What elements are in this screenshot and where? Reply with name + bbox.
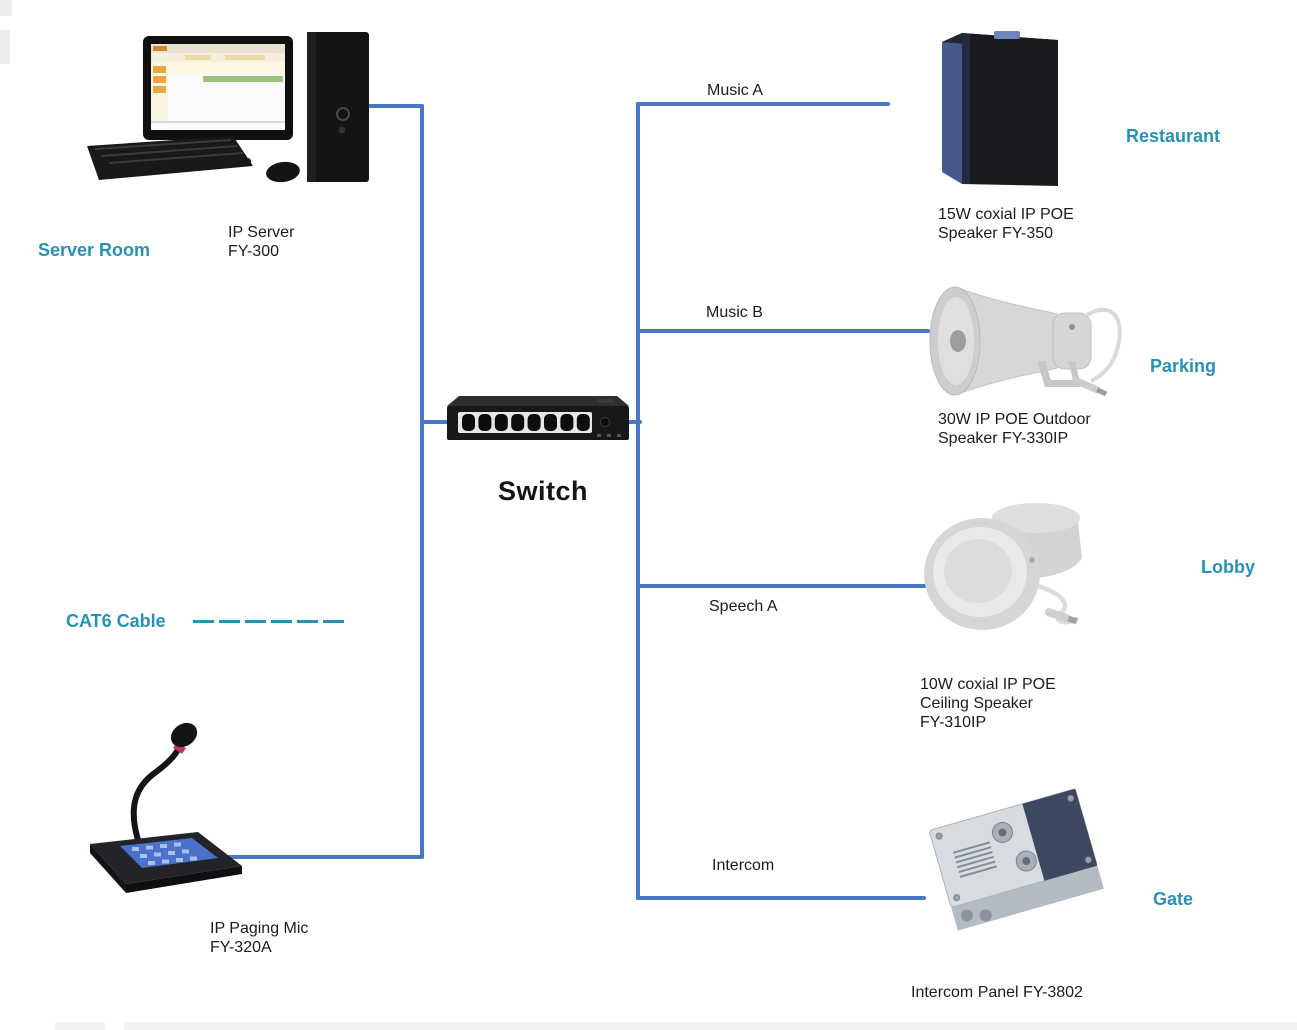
connector-music-a [636, 102, 890, 106]
speaker-fy350-line1: 15W coxial IP POE [938, 206, 1074, 223]
connector-mic-to-trunk [222, 855, 424, 859]
ip-server-computer-image [85, 30, 375, 190]
paging-mic-name: IP Paging Mic [210, 920, 309, 937]
server-room-label: Server Room [38, 240, 151, 260]
connector-music-b [636, 329, 930, 333]
speaker-fy330-line2: Speaker FY-330IP [938, 430, 1069, 447]
connector-speech-a [636, 584, 930, 588]
paging-mic-image [80, 722, 255, 897]
speaker-fy330-line1: 30W IP POE Outdoor [938, 411, 1091, 428]
speaker-fy310-line3: FY-310IP [920, 714, 987, 731]
zone-label-restaurant: Restaurant [1126, 126, 1221, 146]
zone-label-gate: Gate [1153, 889, 1194, 909]
paging-mic-label: IP Paging Mic FY-320A [210, 919, 308, 957]
connector-intercom [636, 896, 926, 900]
intercom-panel-label: Intercom Panel FY-3802 [911, 984, 1083, 1001]
branch-label-speech-a: Speech A [709, 598, 778, 615]
speaker-fy310-line1: 10W coxial IP POE [920, 676, 1056, 693]
branch-label-music-a: Music A [707, 82, 764, 99]
connector-left-trunk [420, 104, 424, 859]
horn-speaker-image [925, 283, 1130, 403]
speaker-fy350-line2: Speaker FY-350 [938, 225, 1054, 242]
branch-label-music-b: Music B [706, 304, 763, 321]
ip-server-model: FY-300 [228, 243, 279, 260]
network-switch-image [447, 384, 629, 448]
page-bottom-strip [124, 1022, 1297, 1030]
speaker-fy310-line2: Ceiling Speaker [920, 695, 1033, 712]
zone-label-parking: Parking [1150, 356, 1217, 376]
ip-server-label: IP Server FY-300 [228, 223, 294, 261]
speaker-fy310-label: 10W coxial IP POE Ceiling Speaker FY-310… [920, 675, 1056, 732]
speaker-fy350-label: 15W coxial IP POE Speaker FY-350 [938, 205, 1074, 243]
connector-server-to-trunk [368, 104, 424, 108]
intercom-panel-image [915, 778, 1120, 938]
box-speaker-image [936, 28, 1069, 190]
page-bottom-strip [55, 1022, 105, 1030]
page-edge-mark [0, 30, 10, 64]
ip-server-name: IP Server [228, 224, 295, 241]
switch-label: Switch [498, 476, 589, 506]
branch-label-intercom: Intercom [712, 857, 775, 874]
page-edge-mark [0, 0, 12, 16]
ceiling-speaker-image [920, 498, 1105, 643]
paging-mic-model: FY-320A [210, 939, 272, 956]
cat6-cable-label: CAT6 Cable [66, 611, 166, 631]
connector-right-trunk [636, 102, 640, 900]
cat6-cable-sample-line [193, 620, 347, 623]
connector-switch-right-to-trunk [616, 420, 642, 424]
speaker-fy330-label: 30W IP POE Outdoor Speaker FY-330IP [938, 410, 1091, 448]
connector-trunk-to-switch-left [420, 420, 452, 424]
zone-label-lobby: Lobby [1201, 557, 1255, 577]
